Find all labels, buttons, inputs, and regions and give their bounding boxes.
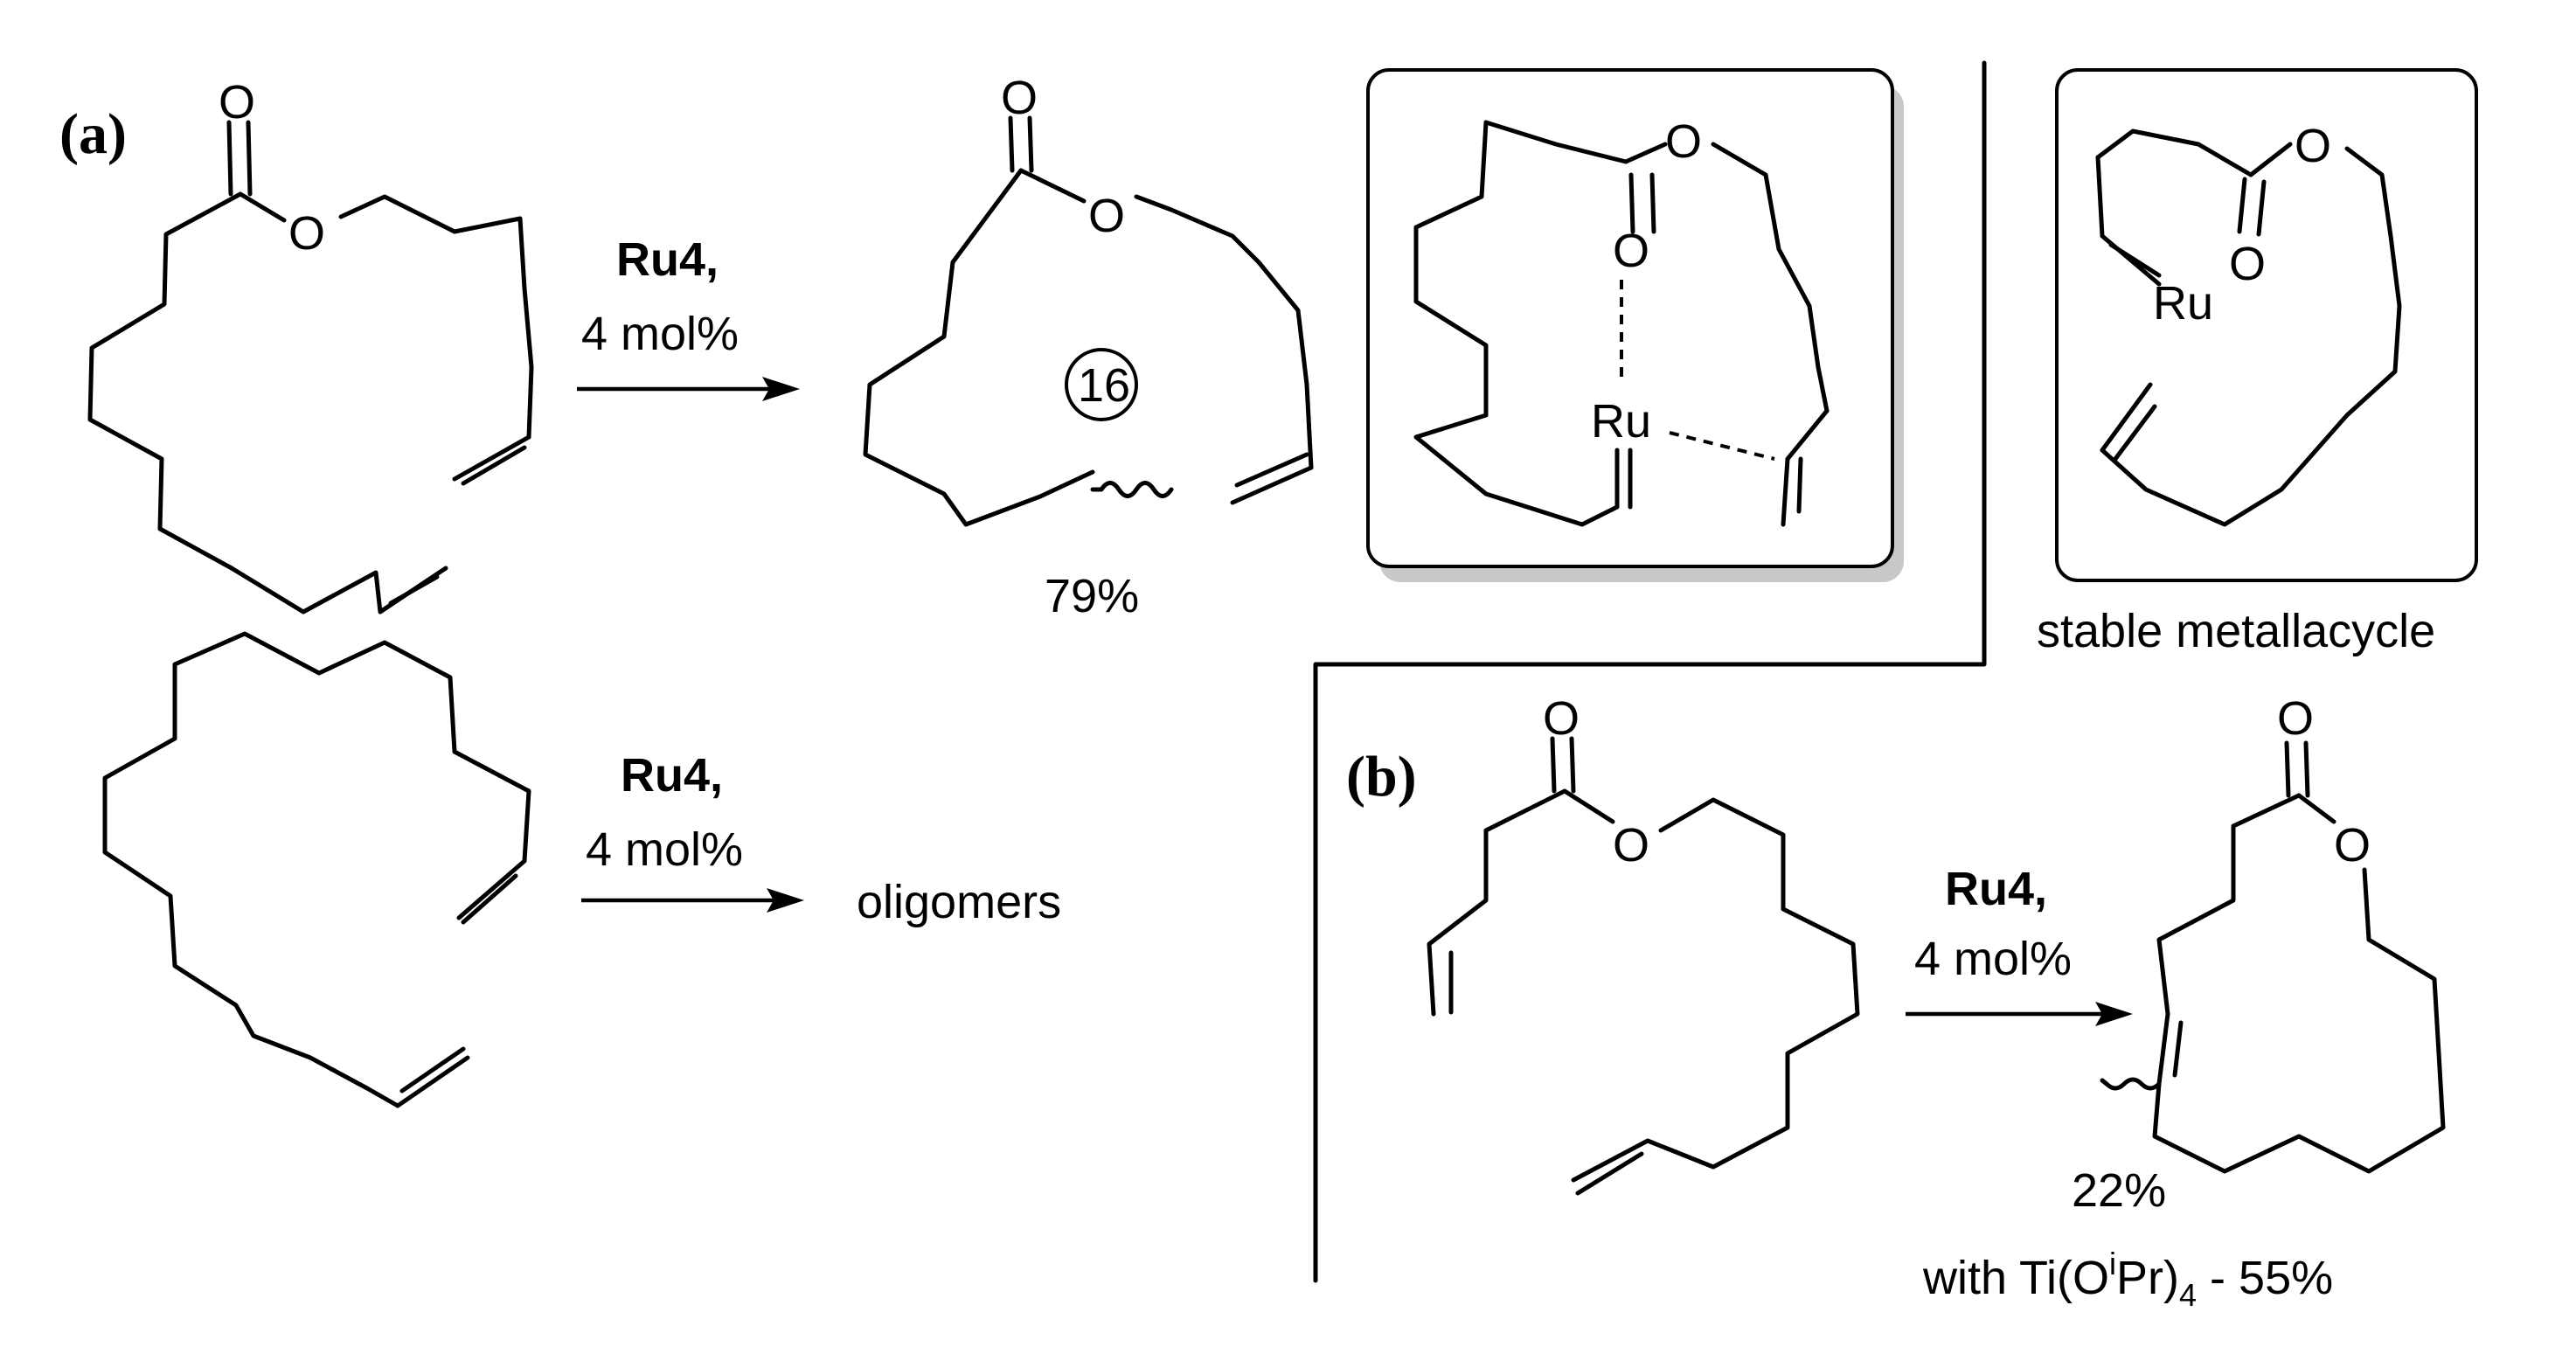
oxygen-atom: O bbox=[1613, 819, 1649, 871]
diene-a2 bbox=[102, 631, 531, 1108]
reaction-arrow-b bbox=[1906, 1002, 2133, 1026]
stable-metallacycle-box: O O Ru bbox=[2055, 68, 2478, 582]
reaction-arrow-a1 bbox=[577, 377, 800, 401]
catalyst-loading: 4 mol% bbox=[581, 308, 739, 360]
diene-ester-a1: O O bbox=[87, 76, 534, 615]
ring-size-label: 16 bbox=[1078, 359, 1130, 412]
catalyst-loading: 4 mol% bbox=[1914, 933, 2072, 985]
catalyst-label: Ru4, bbox=[1945, 863, 2047, 915]
diene-ester-b: O O bbox=[1427, 692, 1860, 1196]
panel-label-b: (b) bbox=[1346, 745, 1417, 809]
oxygen-atom: O bbox=[1088, 190, 1125, 242]
catalyst-loading: 4 mol% bbox=[586, 823, 743, 876]
metallacycle-caption: stable metallacycle bbox=[2037, 605, 2435, 657]
oxygen-atom: O bbox=[219, 76, 255, 128]
oxygen-atom: O bbox=[1665, 115, 1702, 168]
yield-label: 79% bbox=[1045, 570, 1139, 622]
ru-chelate-box: O O Ru bbox=[1366, 68, 1904, 582]
oxygen-atom: O bbox=[2229, 238, 2266, 290]
oxygen-atom: O bbox=[288, 207, 325, 260]
ring-size-circle bbox=[1065, 348, 1138, 421]
ruthenium-atom: Ru bbox=[2153, 277, 2213, 330]
oxygen-atom: O bbox=[2295, 120, 2331, 172]
catalyst-label: Ru4, bbox=[621, 749, 723, 802]
oxygen-atom: O bbox=[2334, 819, 2371, 871]
section-divider bbox=[1313, 60, 1987, 1283]
oxygen-atom: O bbox=[2277, 692, 2314, 745]
oxygen-atom: O bbox=[1543, 692, 1580, 745]
oxygen-atom: O bbox=[1001, 72, 1038, 124]
oxygen-atom: O bbox=[1613, 225, 1649, 277]
lactone-product-b: O O bbox=[2100, 692, 2446, 1174]
panel-label-a: (a) bbox=[59, 102, 127, 166]
reaction-arrow-a2 bbox=[581, 888, 804, 913]
product-oligomers: oligomers bbox=[857, 876, 1061, 928]
lactone-product-a1: O O 16 79% bbox=[863, 72, 1314, 622]
ruthenium-atom: Ru bbox=[1591, 395, 1651, 448]
titanium-additive-note: with Ti(OiPr)4 - 55% bbox=[1922, 1246, 2333, 1313]
yield-label: 22% bbox=[2072, 1164, 2166, 1217]
catalyst-label: Ru4, bbox=[616, 233, 719, 286]
